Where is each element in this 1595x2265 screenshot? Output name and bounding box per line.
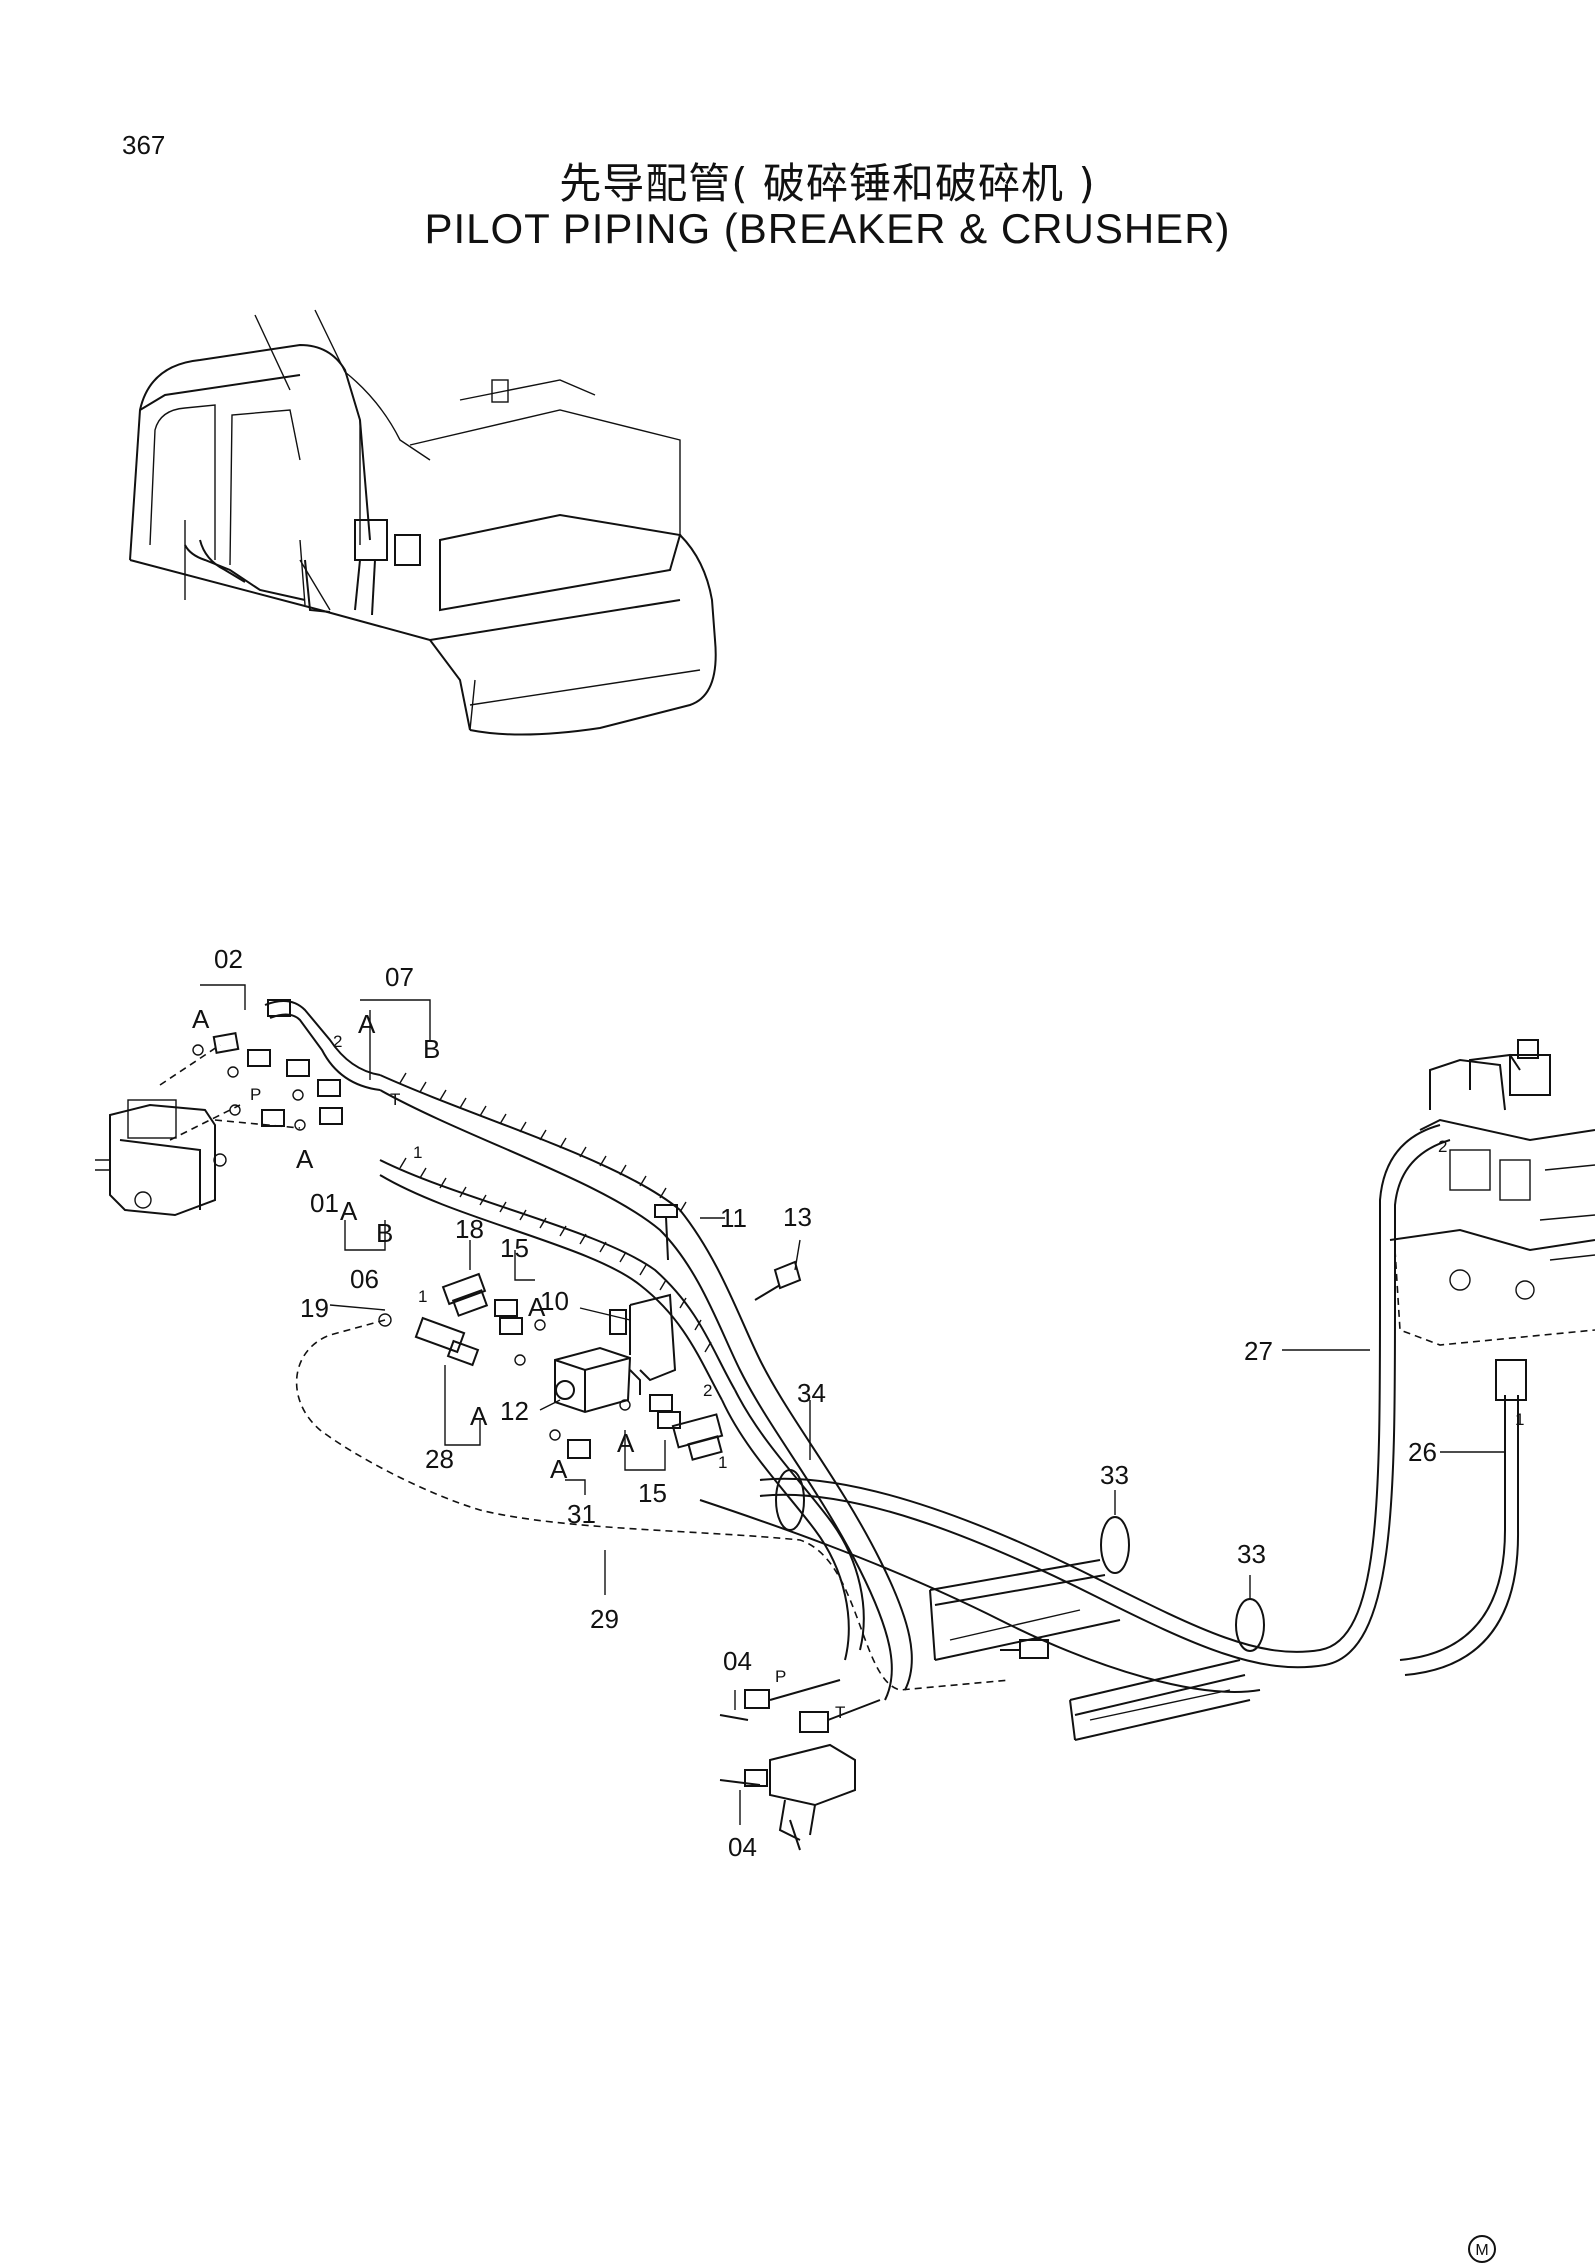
port-label-a: A [340, 1196, 358, 1226]
port-label-a: A [192, 1004, 210, 1034]
harness-29 [295, 1319, 1011, 1691]
title-chinese: 先导配管( 破碎锤和破碎机 ) [559, 159, 1096, 208]
title-english: PILOT PIPING (BREAKER & CRUSHER) [424, 205, 1231, 252]
callout-04-lower: 04 [728, 1832, 757, 1862]
leader-lines [200, 984, 1505, 1825]
hose-end-label: 2 [703, 1381, 712, 1400]
callout-02: 02 [214, 944, 243, 974]
callout-29: 29 [590, 1604, 619, 1634]
control-valve-assembly [1389, 1039, 1595, 1346]
pilot-valve-block [95, 1099, 227, 1217]
hose-end-label: 1 [718, 1453, 727, 1472]
hose-end-label: 1 [413, 1143, 422, 1162]
callout-10: 10 [540, 1286, 569, 1316]
bolts [654, 1204, 802, 1301]
callout-07: 07 [385, 962, 414, 992]
callout-15-lower: 15 [638, 1478, 667, 1508]
hose-end-label: 2 [1438, 1137, 1447, 1156]
port-label-p: P [250, 1085, 261, 1104]
port-label-a: A [296, 1144, 314, 1174]
callout-33-left: 33 [1100, 1460, 1129, 1490]
callout-01: 01 [310, 1188, 339, 1218]
callout-19: 19 [300, 1293, 329, 1323]
hose-end-label: 2 [333, 1032, 342, 1051]
callout-13: 13 [783, 1202, 812, 1232]
callout-28: 28 [425, 1444, 454, 1474]
port-label-a: A [617, 1428, 635, 1458]
callout-34: 34 [797, 1378, 826, 1408]
callout-33-right: 33 [1237, 1539, 1266, 1569]
excavator-overview-drawing [129, 309, 717, 736]
callout-06: 06 [350, 1264, 379, 1294]
port-label-p: P [775, 1667, 786, 1686]
hose-end-label: 1 [1515, 1410, 1524, 1429]
small-fittings [378, 1272, 724, 1461]
callout-27: 27 [1244, 1336, 1273, 1366]
callout-31: 31 [567, 1499, 596, 1529]
callout-26: 26 [1408, 1437, 1437, 1467]
port-label-t: T [835, 1703, 845, 1722]
port-label-t: T [390, 1090, 400, 1109]
port-label-a: A [550, 1454, 568, 1484]
callout-11: 11 [720, 1203, 747, 1233]
callout-04-upper: 04 [723, 1646, 752, 1676]
port-label-a: A [358, 1009, 376, 1039]
port-label-b: B [376, 1218, 393, 1248]
hose-end-label: 1 [418, 1287, 427, 1306]
lower-pilot-valve [719, 1679, 881, 1851]
callout-18: 18 [455, 1214, 484, 1244]
callout-15-upper: 15 [500, 1233, 529, 1263]
port-label-b: B [423, 1034, 440, 1064]
valve-fittings [159, 999, 381, 1141]
port-label-a: A [528, 1292, 546, 1322]
callout-12: 12 [500, 1396, 529, 1426]
port-label-a: A [470, 1401, 488, 1431]
clamps-and-rails [775, 1469, 1265, 1741]
page-number: 367 [122, 130, 166, 160]
main-hose-bundle [379, 1072, 1527, 1701]
